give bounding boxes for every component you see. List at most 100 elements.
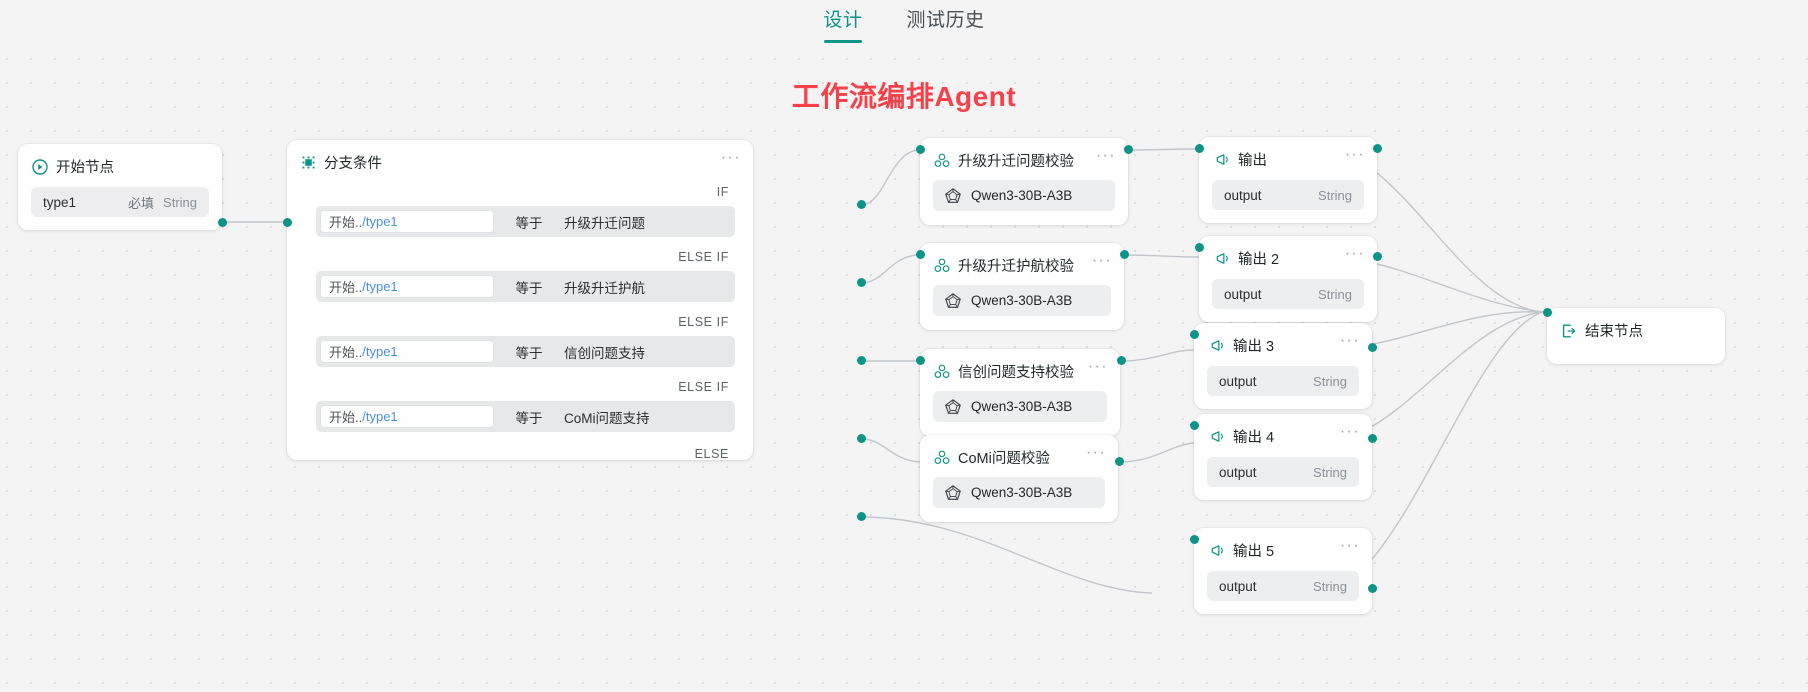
megaphone-icon	[1208, 338, 1225, 353]
start-node-param-row[interactable]: type1 必填 String	[31, 187, 209, 217]
edge-elseif4-to-llm4	[860, 438, 921, 463]
output-node-4-field-row[interactable]: output String	[1207, 457, 1359, 487]
output-node-1-title: 输出	[1238, 153, 1267, 169]
end-node-input-port[interactable]	[1543, 308, 1552, 317]
play-circle-icon	[32, 158, 48, 175]
output-node-2[interactable]: 输出 2 ··· output String	[1199, 236, 1377, 322]
branch-node-input-port[interactable]	[283, 218, 292, 227]
output-node-5[interactable]: 输出 5 ··· output String	[1194, 528, 1372, 614]
branch-condition-input-3[interactable]: 开始../type1	[320, 340, 494, 363]
branch-condition-input-1[interactable]: 开始../type1	[320, 210, 494, 233]
llm-node-3[interactable]: 信创问题支持校验 ··· Qwen3-30B-A3B	[920, 349, 1120, 436]
pentagon-model-icon	[944, 187, 962, 205]
megaphone-icon	[1213, 251, 1230, 266]
branch-port-if[interactable]	[857, 200, 866, 209]
output-node-2-output-port[interactable]	[1373, 252, 1382, 261]
tab-test-history[interactable]: 测试历史	[906, 10, 985, 31]
llm-node-2-model-chip[interactable]: Qwen3-30B-A3B	[933, 285, 1111, 316]
output-node-1-field-row[interactable]: output String	[1212, 180, 1364, 210]
edge-llm3-to-output3	[1120, 349, 1195, 362]
output-node-1-field-name: output	[1224, 187, 1262, 203]
output-node-2-title: 输出 2	[1238, 252, 1280, 268]
output-node-2-field-row[interactable]: output String	[1212, 279, 1364, 309]
llm-node-1-model-chip[interactable]: Qwen3-30B-A3B	[933, 180, 1115, 211]
llm-node-4-model-name: Qwen3-30B-A3B	[971, 485, 1073, 500]
branch-condition-input-4[interactable]: 开始../type1	[320, 405, 494, 428]
output-node-3-field-type: String	[1313, 373, 1347, 389]
output-node-2-field-type: String	[1318, 286, 1352, 302]
llm-node-2-output-port[interactable]	[1120, 250, 1129, 259]
output-node-3-title: 输出 3	[1233, 339, 1275, 355]
branch-port-elseif-2[interactable]	[857, 278, 866, 287]
llm-node-2-menu-button[interactable]: ···	[1091, 252, 1112, 269]
llm-node-4-header: CoMi问题校验 ···	[920, 435, 1118, 470]
output-node-3-field-name: output	[1219, 373, 1257, 389]
llm-node-4-model-chip[interactable]: Qwen3-30B-A3B	[933, 477, 1105, 508]
llm-node-2[interactable]: 升级升迁护航校验 ··· Qwen3-30B-A3B	[920, 243, 1124, 330]
output-node-2-input-port[interactable]	[1195, 243, 1204, 252]
llm-node-3-output-port[interactable]	[1117, 356, 1126, 365]
branch-condition-row-2[interactable]: 开始../type1 等于 升级升迁护航	[316, 271, 735, 302]
branch-condition-operator-1: 等于	[515, 215, 543, 231]
tab-design[interactable]: 设计	[823, 8, 862, 43]
output-node-4[interactable]: 输出 4 ··· output String	[1194, 414, 1372, 500]
llm-node-1-input-port[interactable]	[916, 145, 925, 154]
llm-node-4-output-port[interactable]	[1115, 457, 1124, 466]
output-node-5-output-port[interactable]	[1368, 584, 1377, 593]
output-node-4-header: 输出 4 ···	[1194, 414, 1372, 449]
llm-node-1-output-port[interactable]	[1124, 145, 1133, 154]
end-node-title: 结束节点	[1585, 324, 1643, 340]
llm-node-2-header: 升级升迁护航校验 ···	[920, 243, 1124, 278]
output-node-1-input-port[interactable]	[1195, 144, 1204, 153]
output-node-5-input-port[interactable]	[1190, 535, 1199, 544]
edge-llm1-to-output1	[1127, 148, 1200, 151]
branch-condition-row-4[interactable]: 开始../type1 等于 CoMi问题支持	[316, 401, 735, 432]
output-node-4-input-port[interactable]	[1190, 421, 1199, 430]
branch-condition-operator-2: 等于	[515, 280, 543, 296]
branch-condition-input-2[interactable]: 开始../type1	[320, 275, 494, 298]
output-node-1-menu-button[interactable]: ···	[1344, 146, 1365, 163]
output-node-3-field-row[interactable]: output String	[1207, 366, 1359, 396]
output-node-3-output-port[interactable]	[1368, 343, 1377, 352]
llm-node-1[interactable]: 升级升迁问题校验 ··· Qwen3-30B-A3B	[920, 138, 1128, 225]
llm-node-3-model-chip[interactable]: Qwen3-30B-A3B	[933, 391, 1107, 422]
llm-node-3-input-port[interactable]	[916, 356, 925, 365]
branch-port-else[interactable]	[857, 512, 866, 521]
end-node[interactable]: 结束节点	[1547, 308, 1725, 364]
branch-port-elseif-4[interactable]	[857, 434, 866, 443]
output-node-3[interactable]: 输出 3 ··· output String	[1194, 323, 1372, 409]
pentagon-model-icon	[944, 484, 962, 502]
output-node-3-input-port[interactable]	[1190, 330, 1199, 339]
branch-condition-row-3[interactable]: 开始../type1 等于 信创问题支持	[316, 336, 735, 367]
start-node-title: 开始节点	[56, 160, 114, 176]
llm-node-1-menu-button[interactable]: ···	[1095, 147, 1116, 164]
output-node-5-menu-button[interactable]: ···	[1339, 537, 1360, 554]
output-node-1[interactable]: 输出 ··· output String	[1199, 137, 1377, 223]
branch-label-if: IF	[716, 185, 729, 199]
output-node-5-field-row[interactable]: output String	[1207, 571, 1359, 601]
llm-node-3-menu-button[interactable]: ···	[1087, 358, 1108, 375]
branch-condition-input-prefix-3: 开始..	[329, 345, 363, 360]
branch-node-menu-button[interactable]: ···	[720, 149, 741, 166]
top-tab-bar: 设计 测试历史	[0, 0, 1808, 50]
branch-condition-row-1[interactable]: 开始../type1 等于 升级升迁问题	[316, 206, 735, 237]
start-node-param-required: 必填	[128, 195, 155, 211]
model-cluster-icon	[934, 450, 950, 465]
output-node-2-menu-button[interactable]: ···	[1344, 245, 1365, 262]
llm-node-4-title: CoMi问题校验	[958, 451, 1050, 467]
workflow-canvas[interactable]: 工作流编排Agent	[0, 50, 1808, 692]
branch-port-elseif-3[interactable]	[857, 356, 866, 365]
output-node-4-menu-button[interactable]: ···	[1339, 423, 1360, 440]
llm-node-2-input-port[interactable]	[916, 250, 925, 259]
llm-node-1-title: 升级升迁问题校验	[958, 154, 1074, 170]
start-node-param-name: type1	[43, 194, 77, 210]
branch-condition-node[interactable]: 分支条件 ··· IF 开始../type1 等于 升级升迁问题 ELSE IF…	[287, 140, 753, 461]
output-node-4-output-port[interactable]	[1368, 434, 1377, 443]
start-node[interactable]: 开始节点 type1 必填 String	[18, 144, 222, 230]
output-node-1-output-port[interactable]	[1373, 144, 1382, 153]
edge-layer	[221, 148, 1544, 594]
start-node-output-port[interactable]	[218, 218, 227, 227]
output-node-3-menu-button[interactable]: ···	[1339, 332, 1360, 349]
llm-node-4-menu-button[interactable]: ···	[1085, 444, 1106, 461]
llm-node-4[interactable]: CoMi问题校验 ··· Qwen3-30B-A3B	[920, 435, 1118, 522]
